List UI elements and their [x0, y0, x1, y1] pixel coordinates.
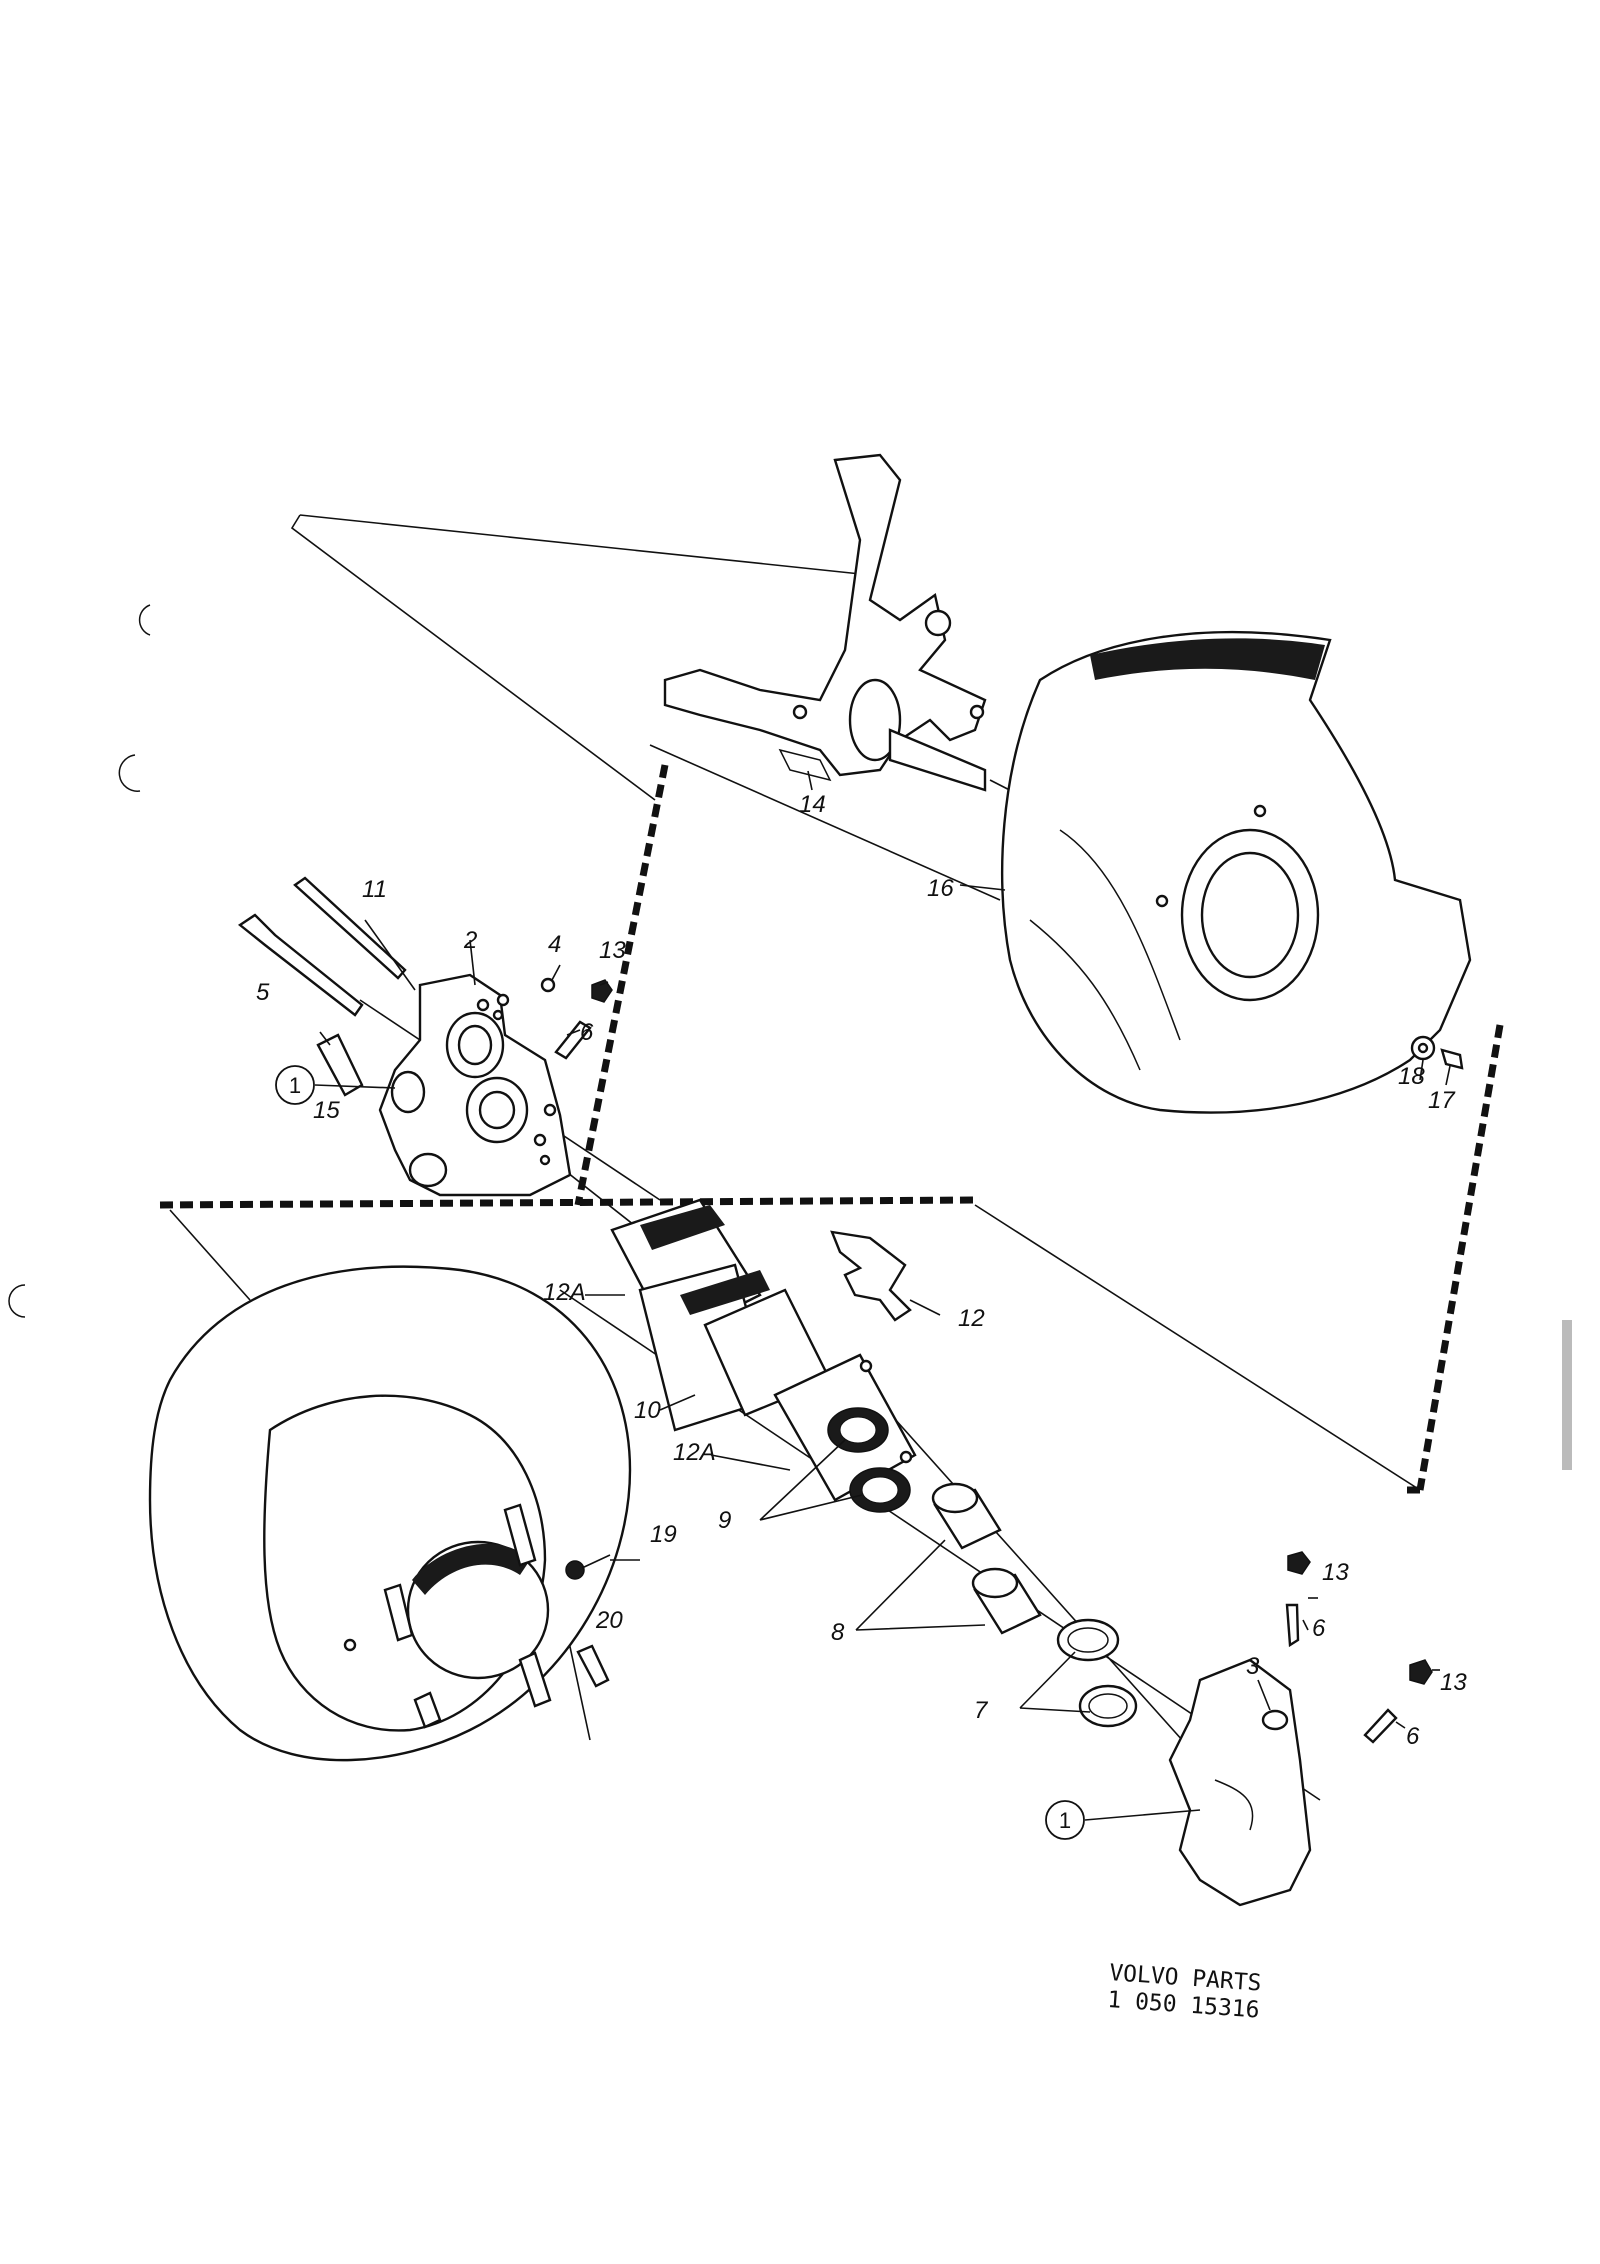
- pistons: [931, 1482, 1042, 1635]
- callout-11: 11: [362, 876, 387, 903]
- dashed-frame: [159, 764, 1504, 1494]
- pad-spring: [830, 1230, 912, 1322]
- inner-caliper: [378, 973, 572, 1197]
- callout-1: 1: [1059, 1808, 1071, 1833]
- scan-edge-mark: [1562, 1320, 1572, 1470]
- binder-hole-marks: [8, 604, 151, 1318]
- circled-callout-1-outer: 1: [1045, 1800, 1085, 1840]
- circled-callout-1-inner: 1: [275, 1065, 315, 1105]
- callout-19: 19: [650, 1521, 677, 1548]
- outer-bleed-parts: [1285, 1551, 1433, 1744]
- caliper-bolts: [237, 876, 407, 1097]
- callout-12A: 12A: [673, 1439, 716, 1466]
- callout-6: 6: [580, 1019, 594, 1046]
- callout-20: 20: [595, 1607, 623, 1634]
- inner-bleed-parts: [540, 977, 613, 1060]
- callout-16: 16: [927, 875, 954, 902]
- callout-13: 13: [599, 937, 626, 964]
- callout-7: 7: [974, 1697, 989, 1724]
- seal-rings: [1056, 1618, 1138, 1728]
- callout-1: 1: [289, 1073, 301, 1098]
- piston-seals: [827, 1407, 911, 1513]
- callout-3: 3: [1246, 1653, 1260, 1680]
- leader-lines: [314, 770, 1451, 1821]
- callout-12: 12: [958, 1305, 985, 1332]
- callout-labels: 2 3 4 5 6 6 6 7 8 9 10 11 12 12A 12A 13 …: [256, 791, 1467, 1750]
- splash-shield: [1001, 630, 1472, 1114]
- callout-6: 6: [1312, 1615, 1326, 1642]
- callout-18: 18: [1398, 1063, 1425, 1090]
- callout-5: 5: [256, 979, 270, 1006]
- callout-15: 15: [313, 1097, 340, 1124]
- callout-6: 6: [1406, 1723, 1420, 1750]
- steering-knuckle: [663, 453, 987, 792]
- volvo-parts-footer: VOLVO PARTS 1 050 15316: [1107, 1960, 1263, 2023]
- callout-9: 9: [718, 1507, 731, 1534]
- callout-12A: 12A: [543, 1279, 586, 1306]
- callout-8: 8: [831, 1619, 845, 1646]
- disc-screw: [576, 1644, 610, 1688]
- callout-14: 14: [799, 791, 826, 818]
- callout-13: 13: [1440, 1669, 1467, 1696]
- callout-10: 10: [634, 1397, 661, 1424]
- outer-caliper: [1168, 1658, 1312, 1907]
- callout-4: 4: [548, 931, 561, 958]
- brake-disc: [148, 1265, 632, 1762]
- callout-13: 13: [1322, 1559, 1349, 1586]
- shield-bolt-and-washer: [1410, 1035, 1464, 1070]
- callout-17: 17: [1428, 1087, 1456, 1114]
- callout-2: 2: [463, 927, 477, 954]
